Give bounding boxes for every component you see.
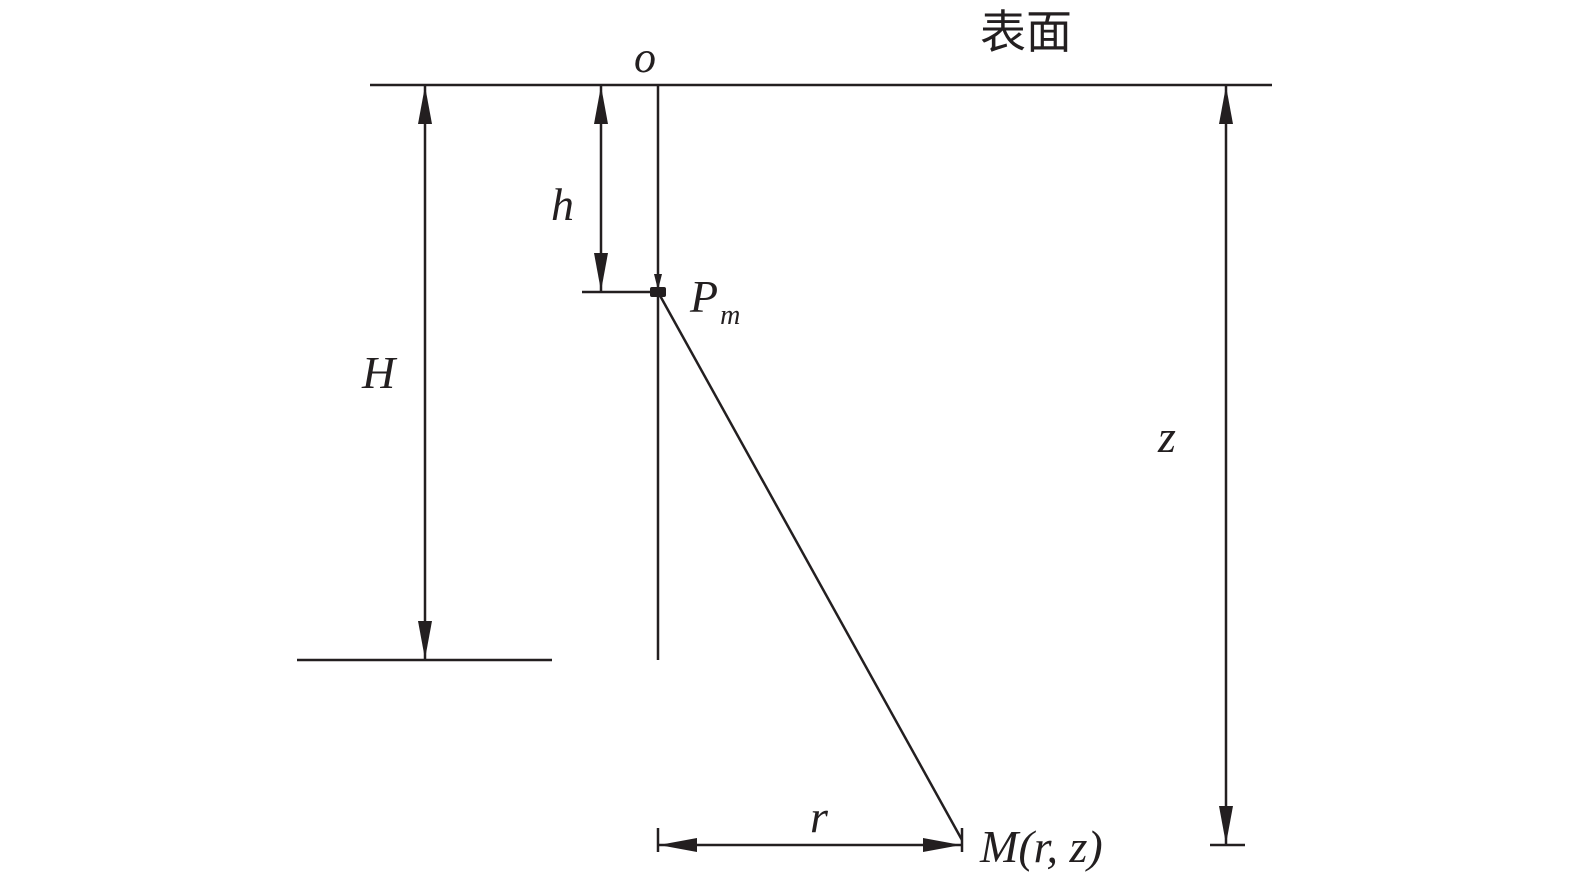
point-arrow (654, 274, 662, 290)
distance-line (656, 291, 964, 841)
z-label: z (1157, 411, 1176, 462)
M-label: M(r, z) (979, 821, 1103, 872)
H-label: H (361, 347, 398, 398)
z-dimension-arrow (1210, 85, 1245, 847)
origin-label: o (634, 33, 656, 82)
r-label: r (810, 791, 829, 842)
r-dimension-arrow (656, 828, 964, 852)
h-dimension-arrow (594, 85, 608, 292)
surface-label: 表面 (980, 5, 1072, 59)
H-dimension-arrow (418, 85, 432, 660)
h-label: h (551, 179, 574, 230)
P-label: Pm (689, 271, 740, 331)
